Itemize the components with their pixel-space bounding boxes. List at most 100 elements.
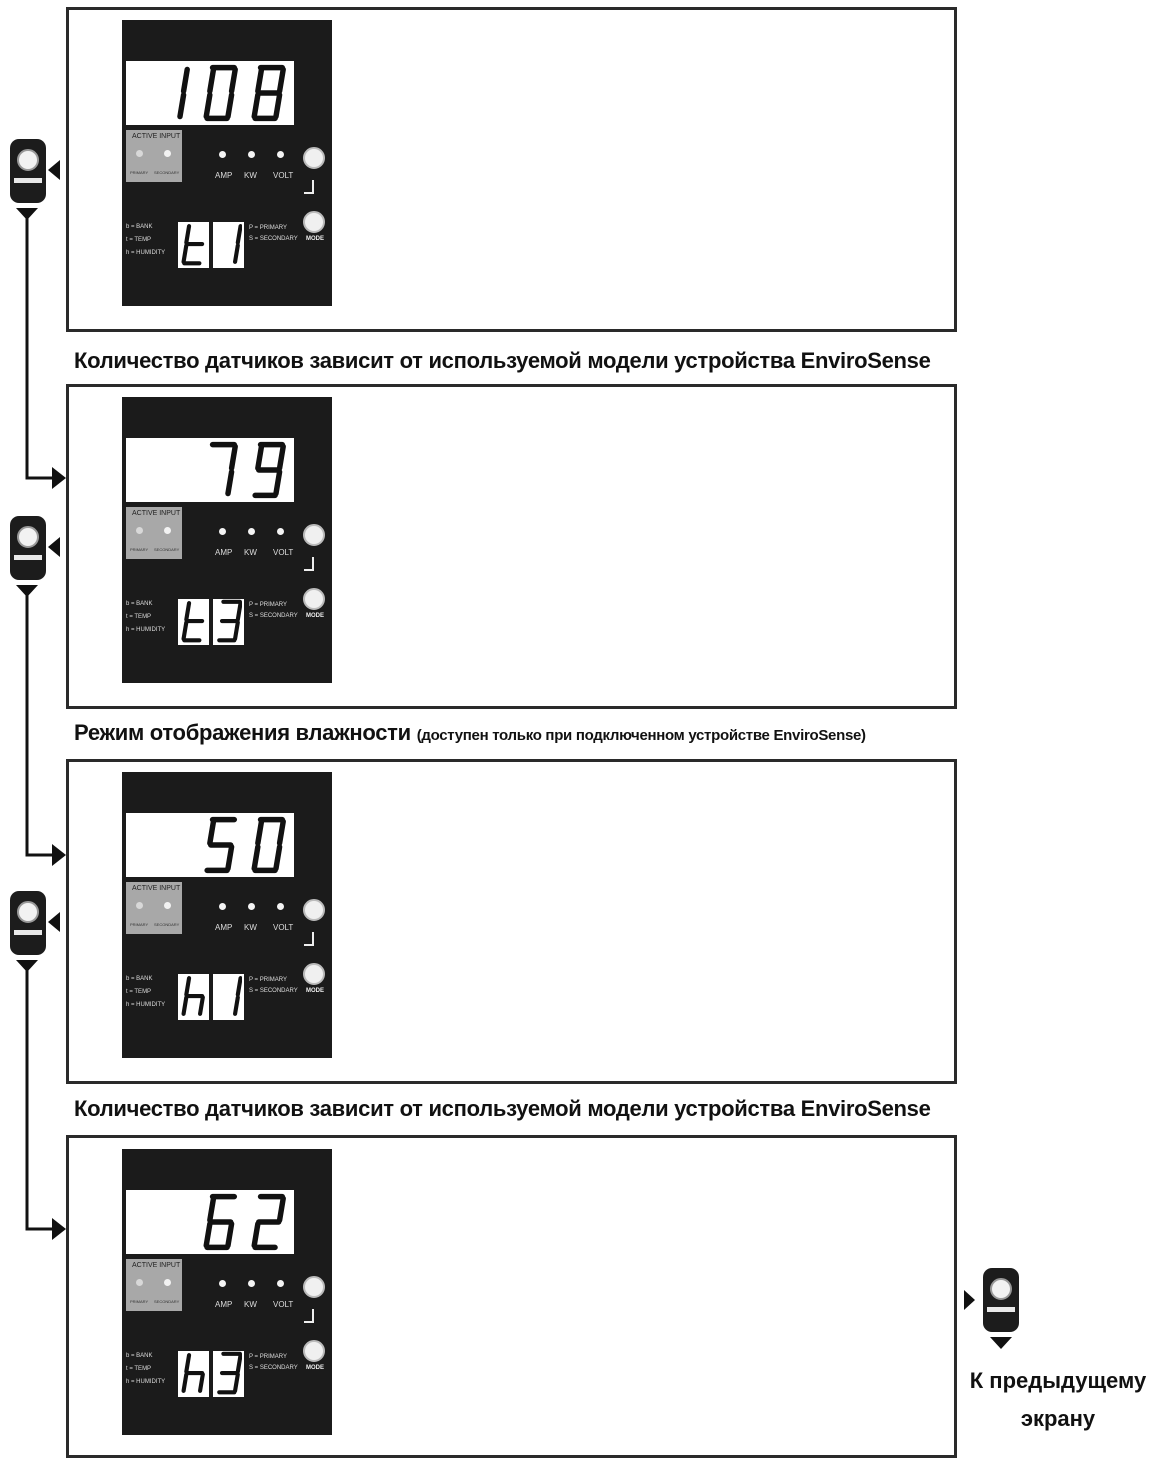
- legend-primary: P = PRIMARY: [249, 602, 287, 608]
- volt-label: VOLT: [273, 548, 294, 557]
- indicator-glyph-1: [181, 1353, 205, 1393]
- lcd-digit: [209, 441, 238, 497]
- main-lcd-display: 108: [126, 61, 294, 125]
- legend-primary: P = PRIMARY: [249, 977, 287, 983]
- primary-led: [136, 527, 143, 534]
- legend-secondary: S = SECONDARY: [249, 613, 298, 619]
- primary-label: PRIMARY: [130, 922, 149, 927]
- mode-knob-icon[interactable]: [303, 588, 325, 610]
- legend-secondary: S = SECONDARY: [249, 236, 298, 242]
- flow-line-1: [25, 215, 52, 480]
- active-input-label: ACTIVE INPUT: [132, 510, 181, 517]
- secondary-label: SECONDARY: [154, 170, 180, 175]
- primary-secondary-legend: P = PRIMARY S = SECONDARY: [249, 975, 298, 997]
- caption-humidity-note: (доступен только при подключенном устрой…: [416, 727, 866, 744]
- legend-primary: P = PRIMARY: [249, 225, 287, 231]
- mode-button-3[interactable]: [10, 891, 46, 955]
- amp-label: AMP: [215, 1300, 233, 1309]
- lcd-digit: [177, 66, 190, 120]
- caption-sensors-1: Количество датчиков зависит от используе…: [74, 348, 931, 373]
- main-lcd-display: 50: [126, 813, 294, 877]
- mode-label-bar: [14, 178, 42, 183]
- left-pointer-3: [48, 912, 60, 932]
- amp-label: AMP: [215, 171, 233, 180]
- mode-knob-icon: [990, 1278, 1012, 1300]
- enter-bracket-icon: [304, 932, 314, 946]
- volt-label: VOLT: [273, 171, 294, 180]
- right-arrow-2: [52, 844, 66, 866]
- indicator-glyph-1: [181, 601, 205, 643]
- kw-label: KW: [244, 923, 257, 932]
- mode-knob-icon[interactable]: [303, 963, 325, 985]
- enter-bracket-icon: [304, 557, 314, 571]
- indicator-digit-2: 3: [213, 1351, 244, 1397]
- legend-secondary: S = SECONDARY: [249, 988, 298, 994]
- mode-button-back[interactable]: [983, 1268, 1019, 1332]
- indicator-glyph-2: [217, 599, 243, 643]
- primary-led: [136, 150, 143, 157]
- indicator-glyph-1: [181, 224, 205, 266]
- mode-knob-icon: [17, 526, 39, 548]
- lcd-digit: [251, 64, 286, 122]
- lcd-digit: [203, 64, 238, 122]
- left-pointer-2: [48, 537, 60, 557]
- indicator-glyph-2: [233, 976, 243, 1016]
- back-line-1: К предыдущему: [969, 1368, 1147, 1393]
- caption-sensors-2: Количество датчиков зависит от используе…: [74, 1096, 931, 1121]
- legend-bank: b = BANK: [126, 601, 153, 607]
- kw-label: KW: [244, 171, 257, 180]
- active-input-label: ACTIVE INPUT: [132, 1262, 181, 1269]
- indicator-digit-2: 1: [213, 974, 244, 1020]
- indicator-digit-1: t: [178, 222, 209, 268]
- secondary-led: [164, 527, 171, 534]
- legend-humidity: h = HUMIDITY: [126, 627, 166, 633]
- volt-label: VOLT: [273, 923, 294, 932]
- mode-label: MODE: [306, 613, 324, 619]
- kw-led: [248, 528, 255, 535]
- left-pointer-1: [48, 160, 60, 180]
- primary-led: [136, 902, 143, 909]
- select-knob-icon[interactable]: [303, 147, 325, 169]
- volt-led: [277, 903, 284, 910]
- secondary-led: [164, 150, 171, 157]
- select-knob-icon[interactable]: [303, 524, 325, 546]
- indicator-digit-1: h: [178, 1351, 209, 1397]
- primary-secondary-legend: P = PRIMARY S = SECONDARY: [249, 223, 298, 245]
- amp-led: [219, 151, 226, 158]
- mode-label-bar: [987, 1307, 1015, 1312]
- amp-led: [219, 903, 226, 910]
- main-lcd-display: 79: [126, 438, 294, 502]
- mode-knob-icon[interactable]: [303, 211, 325, 233]
- down-arrow-1: [16, 208, 38, 220]
- down-pointer-back: [990, 1337, 1012, 1349]
- lcd-panel-2: 79ACTIVE INPUTPRIMARYSECONDARYAMPKWVOLTM…: [122, 397, 332, 683]
- select-knob-icon[interactable]: [303, 899, 325, 921]
- indicator-digit-2: 1: [213, 222, 244, 268]
- mode-label: MODE: [306, 988, 324, 994]
- amp-label: AMP: [215, 548, 233, 557]
- select-knob-icon[interactable]: [303, 1276, 325, 1298]
- volt-led: [277, 1280, 284, 1287]
- secondary-led: [164, 902, 171, 909]
- mode-button-1[interactable]: [10, 139, 46, 203]
- legend-bank: b = BANK: [126, 1353, 153, 1359]
- right-pointer-back: [964, 1290, 975, 1310]
- flow-line-3: [25, 967, 52, 1231]
- amp-led: [219, 1280, 226, 1287]
- volt-led: [277, 151, 284, 158]
- lcd-digit: [251, 1193, 286, 1251]
- indicator-digit-1: h: [178, 974, 209, 1020]
- mode-button-2[interactable]: [10, 516, 46, 580]
- legend-bank: b = BANK: [126, 976, 153, 982]
- back-line-2: экрану: [1020, 1406, 1096, 1431]
- mode-knob-icon[interactable]: [303, 1340, 325, 1362]
- legend-secondary: S = SECONDARY: [249, 1365, 298, 1371]
- secondary-label: SECONDARY: [154, 922, 180, 927]
- primary-secondary-legend: P = PRIMARY S = SECONDARY: [249, 600, 298, 622]
